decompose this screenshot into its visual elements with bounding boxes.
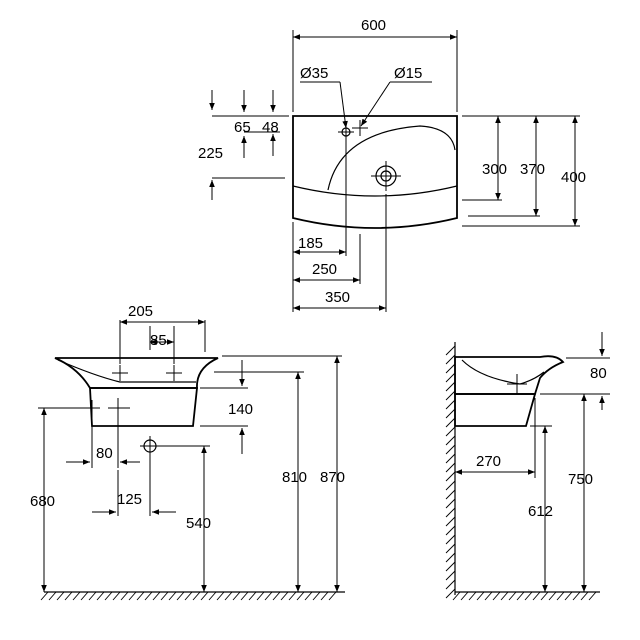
dim-300: 300 — [482, 161, 507, 178]
dim-125: 125 — [117, 491, 142, 508]
dim-dia35: Ø35 — [300, 65, 328, 82]
dim-370: 370 — [520, 161, 545, 178]
dim-870: 870 — [320, 469, 345, 486]
dim-400: 400 — [561, 169, 586, 186]
front-view-basin — [54, 357, 219, 389]
top-view-bowl-curve — [327, 125, 456, 191]
top-view-front-rim — [292, 185, 458, 197]
dim-80-front: 80 — [96, 445, 113, 462]
dim-85: 85 — [150, 332, 167, 349]
side-view: 80 270 612 750 — [445, 332, 610, 601]
dim-612: 612 — [528, 503, 553, 520]
dim-65: 65 — [234, 119, 251, 136]
dim-80-side: 80 — [590, 365, 607, 382]
dim-350: 350 — [325, 289, 350, 306]
top-view-basin-outline — [292, 115, 458, 229]
side-view-basin — [454, 355, 565, 395]
front-floor-hatching — [40, 591, 337, 601]
dim-600: 600 — [361, 17, 386, 34]
dim-810: 810 — [282, 469, 307, 486]
dim-270: 270 — [476, 453, 501, 470]
dim-680: 680 — [30, 493, 55, 510]
side-floor-hatching — [452, 591, 597, 601]
dim-750: 750 — [568, 471, 593, 488]
dim-dia15: Ø15 — [394, 65, 422, 82]
front-view-body — [89, 387, 198, 427]
dim-185: 185 — [298, 235, 323, 252]
front-view: 205 85 140 80 125 680 540 810 — [30, 303, 345, 601]
dim-540: 540 — [186, 515, 211, 532]
dim-140: 140 — [228, 401, 253, 418]
side-view-body — [454, 393, 537, 427]
wall-hatching — [445, 345, 456, 599]
dim-205: 205 — [128, 303, 153, 320]
dim-250: 250 — [312, 261, 337, 278]
top-view: 600 Ø35 Ø15 225 65 48 300 370 400 — [198, 17, 586, 312]
dim-225: 225 — [198, 145, 223, 162]
dim-48: 48 — [262, 119, 279, 136]
